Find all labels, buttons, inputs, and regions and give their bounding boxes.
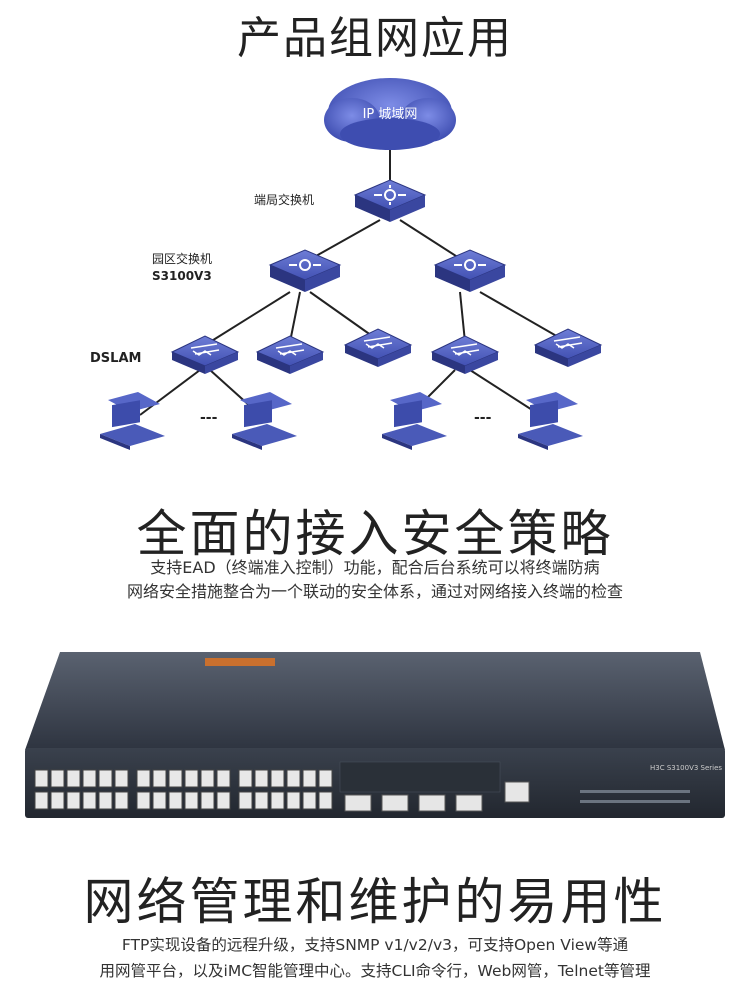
rj45-port bbox=[152, 769, 167, 788]
access-device-icon bbox=[255, 335, 325, 374]
rj45-port bbox=[302, 791, 317, 810]
rj45-port bbox=[82, 769, 97, 788]
pc-icon bbox=[518, 392, 583, 450]
security-line-2: 网络安全措施整合为一个联动的安全体系，通过对网络接入终端的检查 bbox=[126, 582, 623, 601]
rj45-port bbox=[168, 769, 183, 788]
rj45-port bbox=[66, 769, 81, 788]
ellipsis-left: --- bbox=[200, 410, 218, 426]
campus-switch-left-icon bbox=[268, 249, 342, 292]
core-switch-label: 端局交换机 bbox=[254, 192, 314, 207]
rj45-port bbox=[254, 791, 269, 810]
rj45-port bbox=[34, 791, 49, 810]
dslam-icon bbox=[170, 335, 240, 374]
rj45-port bbox=[200, 769, 215, 788]
campus-switch-model: S3100V3 bbox=[152, 269, 212, 283]
access-device-icon bbox=[343, 328, 413, 367]
rj45-port bbox=[82, 791, 97, 810]
rj45-port-block bbox=[34, 769, 333, 810]
rj45-port bbox=[318, 791, 333, 810]
access-device-icon bbox=[533, 328, 603, 367]
section-title-management: 网络管理和维护的易用性 bbox=[83, 873, 667, 931]
console-port bbox=[504, 781, 530, 803]
rj45-port bbox=[114, 769, 129, 788]
rj45-port bbox=[254, 769, 269, 788]
sfp-ports bbox=[344, 794, 483, 812]
pc-icon bbox=[232, 392, 297, 450]
management-line-2: 用网管平台，以及iMC智能管理中心。支持CLI命令行，Web网管，Telnet等… bbox=[99, 962, 651, 980]
status-leds bbox=[580, 790, 690, 803]
rj45-port bbox=[238, 769, 253, 788]
rj45-port bbox=[184, 769, 199, 788]
rj45-port bbox=[98, 769, 113, 788]
rj45-port bbox=[286, 769, 301, 788]
rj45-port bbox=[270, 791, 285, 810]
security-description: 支持EAD（终端准入控制）功能，配合后台系统可以将终端防病 网络安全措施整合为一… bbox=[0, 556, 750, 604]
campus-switch-right-icon bbox=[433, 249, 507, 292]
management-line-1: FTP实现设备的远程升级，支持SNMP v1/v2/v3，可支持Open Vie… bbox=[121, 936, 629, 954]
rj45-port bbox=[66, 791, 81, 810]
device-series-label: H3C S3100V3 Series bbox=[650, 764, 722, 772]
ip-metro-cloud-icon bbox=[324, 78, 456, 150]
rj45-port bbox=[34, 769, 49, 788]
rj45-port bbox=[238, 791, 253, 810]
rj45-port bbox=[50, 791, 65, 810]
security-line-1: 支持EAD（终端准入控制）功能，配合后台系统可以将终端防病 bbox=[150, 558, 600, 577]
rj45-port bbox=[216, 791, 231, 810]
device-top-panel bbox=[25, 652, 725, 750]
rj45-port bbox=[152, 791, 167, 810]
rj45-port bbox=[98, 791, 113, 810]
management-description: FTP实现设备的远程升级，支持SNMP v1/v2/v3，可支持Open Vie… bbox=[0, 932, 750, 984]
dslam-label: DSLAM bbox=[90, 351, 141, 366]
rj45-port bbox=[318, 769, 333, 788]
rj45-port bbox=[136, 769, 151, 788]
rj45-port bbox=[216, 769, 231, 788]
core-switch-icon bbox=[353, 179, 427, 222]
rj45-port bbox=[136, 791, 151, 810]
campus-switch-label: 园区交换机 bbox=[152, 251, 212, 266]
cloud-label: IP 城域网 bbox=[363, 107, 418, 122]
section-title-security: 全面的接入安全策略 bbox=[136, 505, 614, 563]
access-device-icon bbox=[430, 335, 500, 374]
section-title-networking: 产品组网应用 bbox=[237, 13, 513, 64]
rj45-port bbox=[302, 769, 317, 788]
pc-icon bbox=[382, 392, 447, 450]
rj45-port bbox=[168, 791, 183, 810]
ellipsis-right: --- bbox=[474, 410, 492, 426]
vent-grid bbox=[339, 761, 501, 793]
rj45-port bbox=[200, 791, 215, 810]
rj45-port bbox=[286, 791, 301, 810]
rj45-port bbox=[114, 791, 129, 810]
rj45-port bbox=[50, 769, 65, 788]
rj45-port bbox=[270, 769, 285, 788]
pc-icon bbox=[100, 392, 165, 450]
network-topology-diagram: IP 城域网 端局交换机 园区交换机 S3100V3 bbox=[90, 78, 603, 450]
rj45-port bbox=[184, 791, 199, 810]
switch-device-photo: H3C S3100V3 Series bbox=[25, 652, 725, 818]
device-sticker bbox=[205, 658, 275, 666]
